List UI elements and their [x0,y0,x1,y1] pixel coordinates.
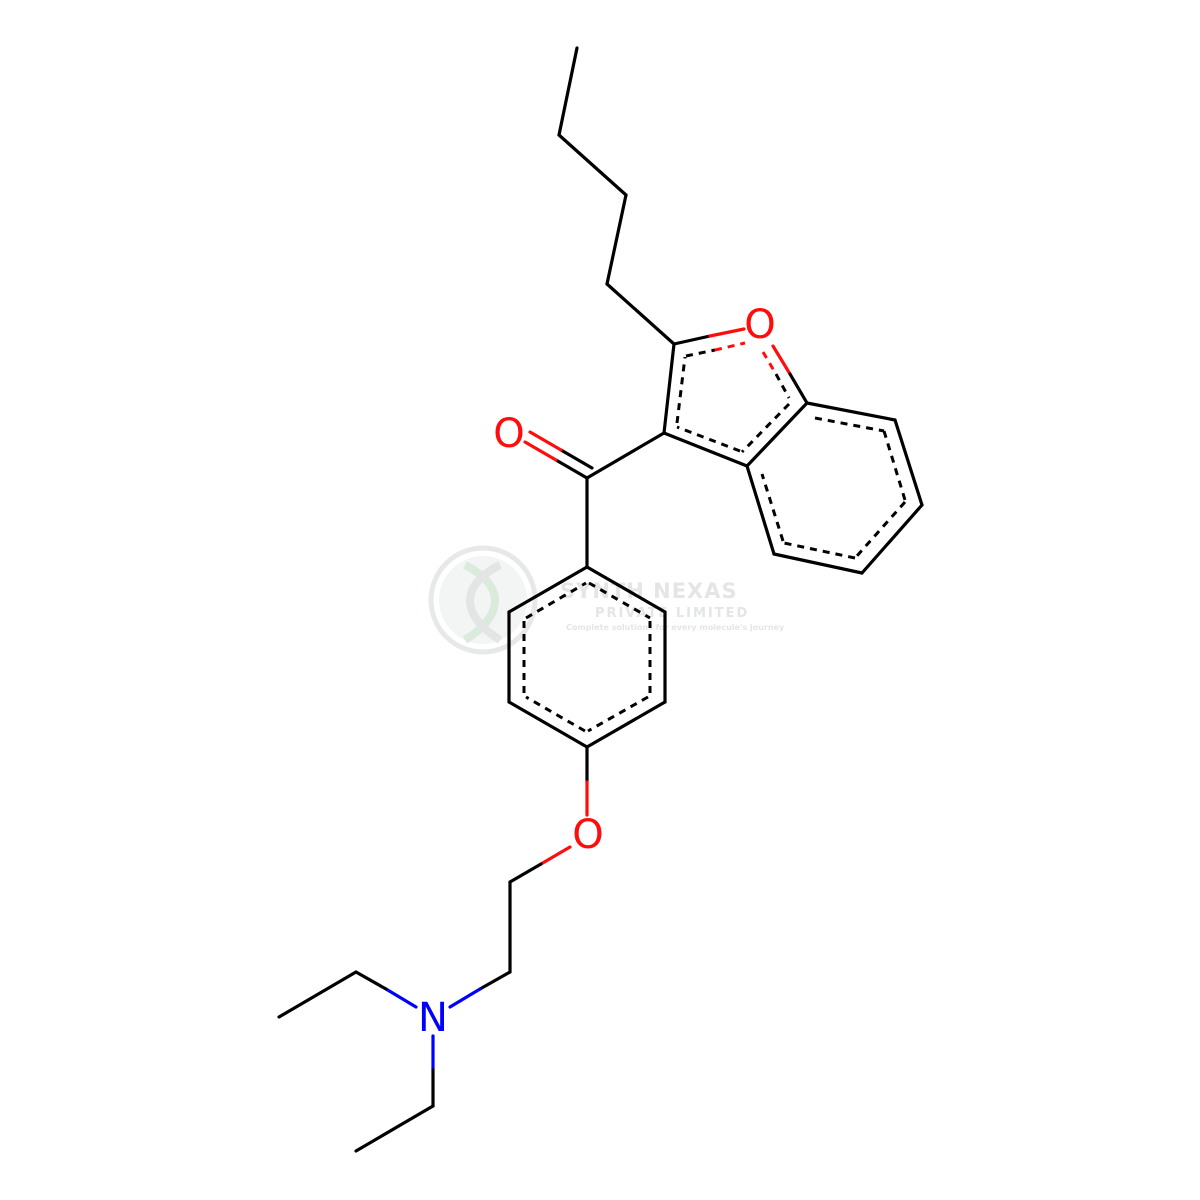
bond [708,327,746,338]
aromatic-bond [525,695,586,733]
bond [277,970,358,1019]
bond [605,282,676,346]
bond [507,565,589,614]
bond [772,552,864,575]
aromatic-bond [685,348,716,358]
bond [554,458,589,480]
bond [478,970,512,991]
aromatic-bond [760,473,785,542]
bond [448,987,482,1009]
bond [672,334,712,346]
watermark-subtitle: PRIVATE LIMITED [595,606,749,621]
bond [605,193,628,286]
aromatic-bond [675,356,687,424]
bond [354,1104,435,1153]
ether-chain [448,745,589,1009]
aromatic-bond [854,501,907,558]
aromatic-bond [740,402,791,454]
bond [805,401,897,422]
watermark-tagline: Complete solutions for every molecule's … [566,623,785,632]
bond [771,344,792,376]
bond [354,970,388,991]
aromatic-bond [587,695,649,733]
bond [585,565,667,614]
bond [788,372,809,405]
atom-o-furan: O [744,302,775,348]
bond [585,700,667,749]
atom-o-carbonyl: O [493,411,524,457]
bond [893,418,924,507]
bond [745,464,776,556]
diethylamino-group [277,970,435,1153]
bond [508,862,543,884]
bond [860,503,924,575]
watermark-title: SYNTH NEXAS [560,579,738,603]
bond [557,133,628,197]
bond [557,46,579,137]
bond [384,987,418,1009]
bond [507,700,589,749]
bond [585,431,666,480]
aromatic-bond [676,425,741,453]
aromatic-bond [814,416,885,433]
atom-o-ether: O [572,812,603,858]
butyl-chain [557,46,676,346]
bond [528,430,563,452]
bond [523,440,558,462]
aromatic-bond [783,541,856,560]
bond [662,431,749,468]
watermark: SYNTH NEXAS PRIVATE LIMITED Complete sol… [428,545,785,655]
aromatic-bond [761,351,778,375]
benzene-ring-fused [745,401,924,575]
bond [745,401,809,468]
benzene-ring-para [507,565,667,749]
furan-ring [662,327,809,468]
aromatic-bond [525,581,587,620]
dna-helix-icon [428,545,538,655]
atom-n-amine: N [418,995,448,1041]
bond [559,448,594,470]
carbonyl-group [523,430,666,569]
aromatic-bond [714,341,746,352]
aromatic-bond [588,581,651,620]
bond [662,342,676,435]
bond [539,845,572,866]
aromatic-bond [774,373,791,399]
